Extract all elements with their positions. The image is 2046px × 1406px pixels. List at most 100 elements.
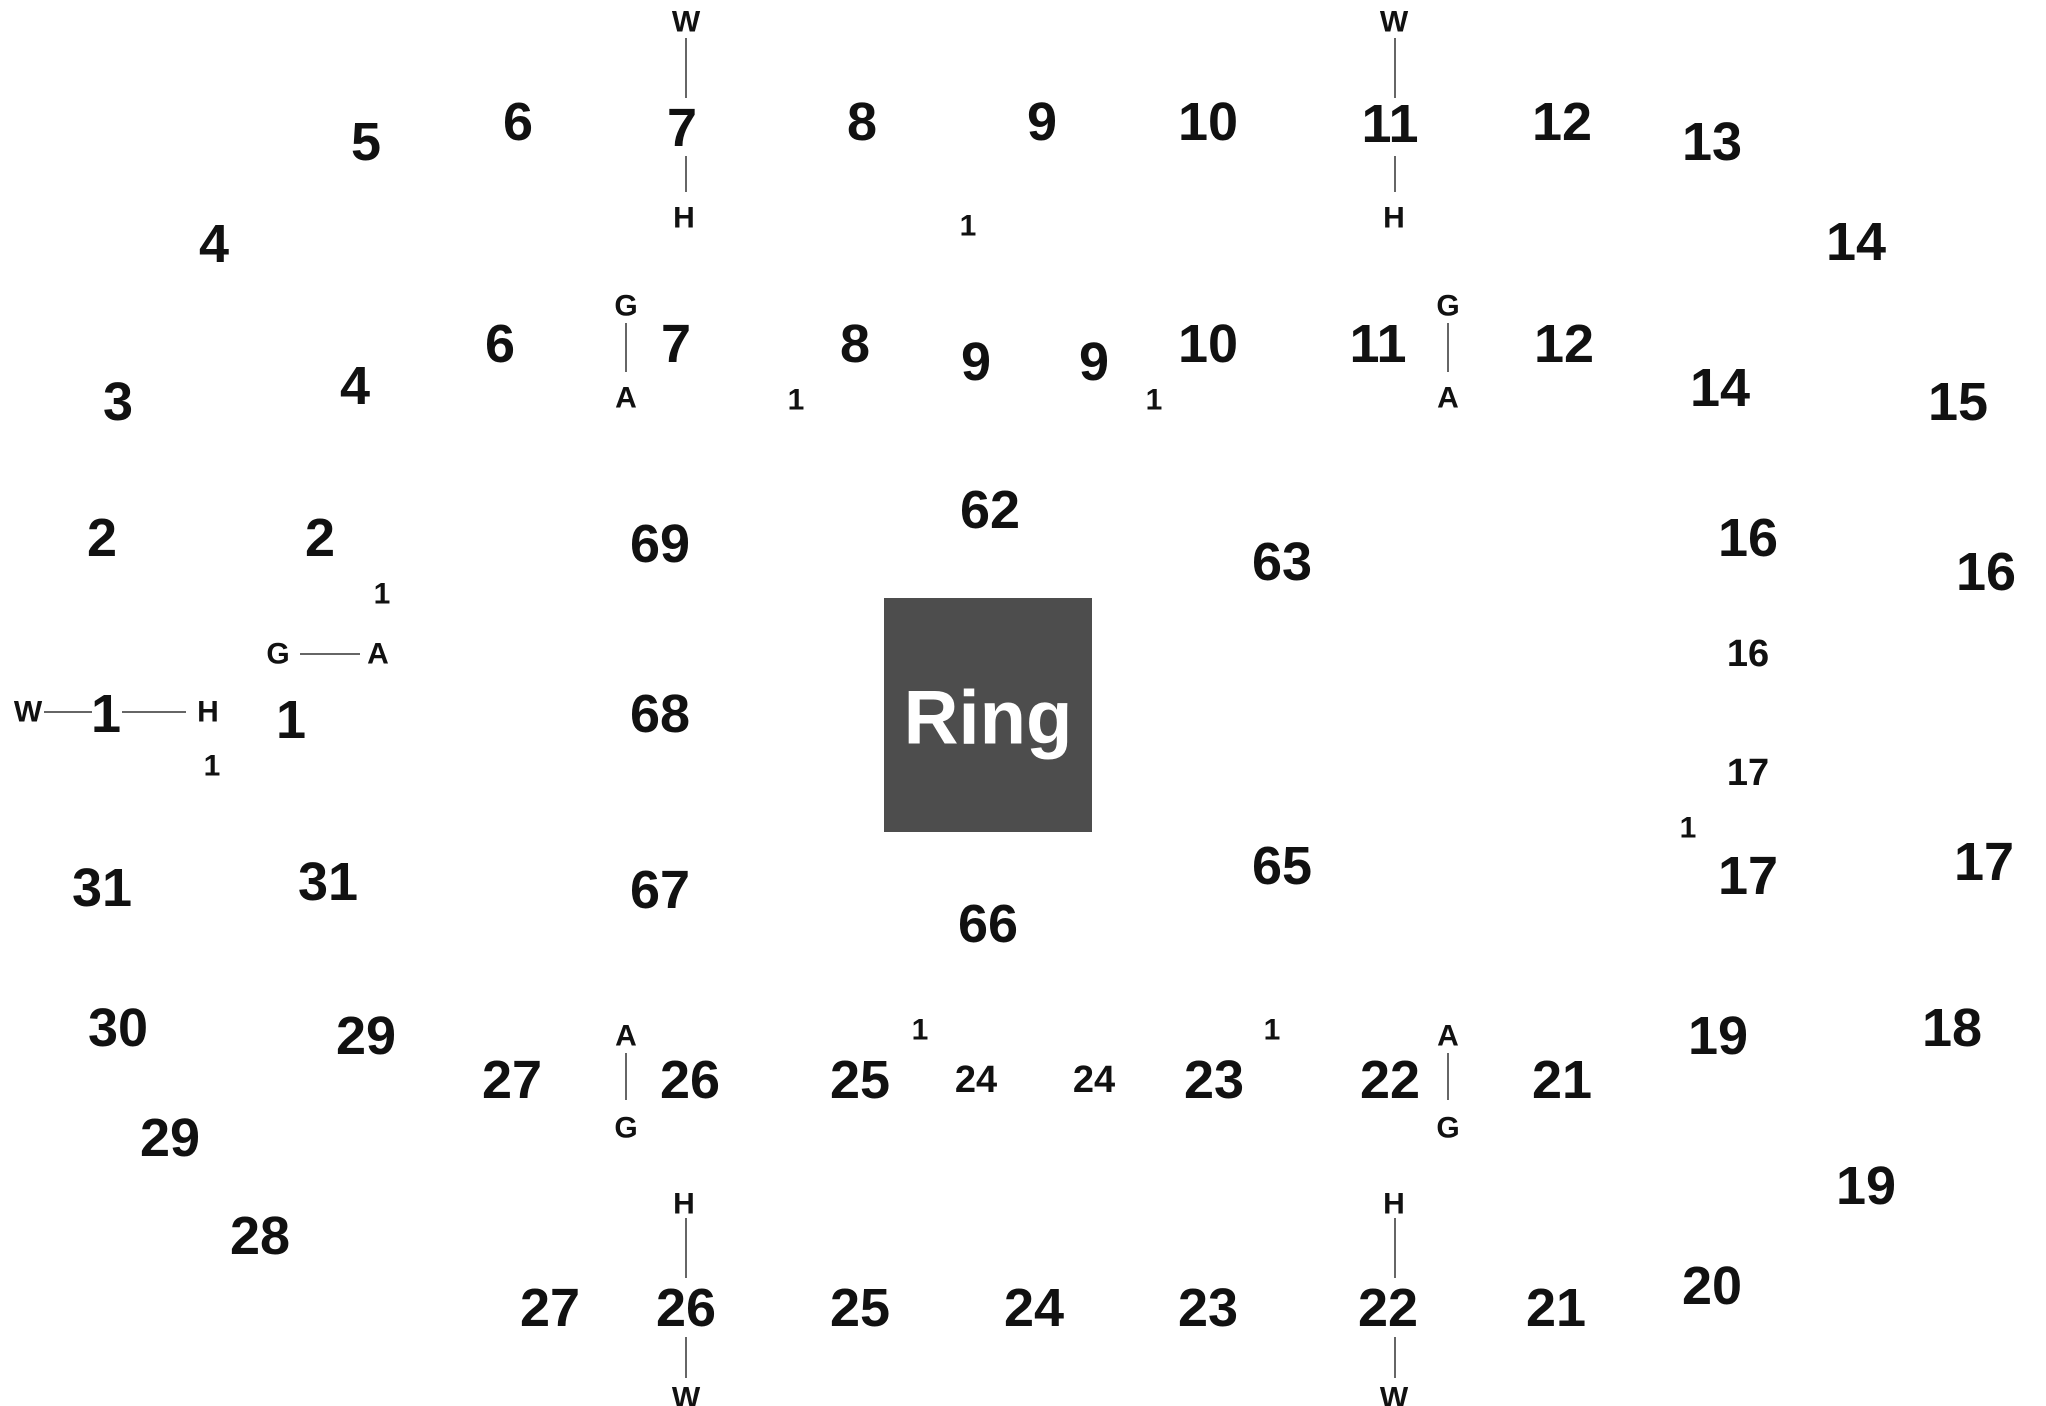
section-29[interactable]: 29 <box>336 1006 396 1066</box>
section-1[interactable]: 1 <box>276 690 306 750</box>
marker-1: 1 <box>912 1014 929 1047</box>
marker-w: W <box>672 1382 701 1406</box>
marker-a: A <box>1437 382 1459 415</box>
marker-w: W <box>1380 6 1409 39</box>
section-27[interactable]: 27 <box>520 1278 580 1338</box>
marker-lines <box>44 38 1449 1378</box>
marker-h: H <box>197 696 219 729</box>
section-5[interactable]: 5 <box>351 112 381 172</box>
section-18[interactable]: 18 <box>1922 998 1982 1058</box>
section-2[interactable]: 2 <box>87 508 117 568</box>
section-66[interactable]: 66 <box>958 894 1018 954</box>
marker-w: W <box>672 6 701 39</box>
marker-g: G <box>614 290 637 323</box>
section-1[interactable]: 1 <box>91 684 121 744</box>
section-2[interactable]: 2 <box>305 508 335 568</box>
section-16[interactable]: 16 <box>1727 633 1769 675</box>
section-19[interactable]: 19 <box>1836 1156 1896 1216</box>
section-14[interactable]: 14 <box>1826 212 1886 272</box>
section-17[interactable]: 17 <box>1718 846 1778 906</box>
section-7[interactable]: 7 <box>661 314 691 374</box>
section-23[interactable]: 23 <box>1178 1278 1238 1338</box>
section-19[interactable]: 19 <box>1688 1006 1748 1066</box>
section-11[interactable]: 11 <box>1361 94 1418 154</box>
ring-label: Ring <box>904 676 1073 761</box>
section-31[interactable]: 31 <box>298 852 358 912</box>
section-21[interactable]: 21 <box>1532 1050 1592 1110</box>
section-9[interactable]: 9 <box>961 332 991 392</box>
marker-w: W <box>1380 1382 1409 1406</box>
section-68[interactable]: 68 <box>630 684 690 744</box>
section-16[interactable]: 16 <box>1718 508 1778 568</box>
section-28[interactable]: 28 <box>230 1206 290 1266</box>
marker-g: G <box>614 1112 637 1145</box>
marker-h: H <box>1383 1188 1405 1221</box>
section-9[interactable]: 9 <box>1079 332 1109 392</box>
section-26[interactable]: 26 <box>660 1050 720 1110</box>
marker-g: G <box>1436 290 1459 323</box>
ring-block[interactable] <box>884 598 1092 832</box>
ring[interactable]: Ring <box>884 598 1092 832</box>
marker-g: G <box>266 638 289 671</box>
section-17[interactable]: 17 <box>1727 752 1769 794</box>
section-26[interactable]: 26 <box>656 1278 716 1338</box>
markers: W H W H G A G A W H G A A G A G H W H W … <box>14 6 1697 1406</box>
section-7[interactable]: 7 <box>667 98 697 158</box>
section-11[interactable]: 11 <box>1349 314 1406 374</box>
section-62[interactable]: 62 <box>960 480 1020 540</box>
section-10[interactable]: 10 <box>1178 92 1238 152</box>
section-10[interactable]: 10 <box>1178 314 1238 374</box>
marker-1: 1 <box>1264 1014 1281 1047</box>
section-16[interactable]: 16 <box>1956 542 2016 602</box>
marker-a: A <box>615 1020 637 1053</box>
section-4[interactable]: 4 <box>340 356 370 416</box>
section-21[interactable]: 21 <box>1526 1278 1586 1338</box>
section-22[interactable]: 22 <box>1358 1278 1418 1338</box>
marker-w: W <box>14 696 43 729</box>
marker-a: A <box>615 382 637 415</box>
section-4[interactable]: 4 <box>199 214 229 274</box>
marker-1: 1 <box>960 210 977 243</box>
section-14[interactable]: 14 <box>1690 358 1750 418</box>
section-12[interactable]: 12 <box>1532 92 1592 152</box>
marker-1: 1 <box>1680 812 1697 845</box>
sections[interactable]: 1 1 2 2 3 4 4 5 6 6 7 7 8 8 9 9 9 10 10 … <box>72 92 2016 1338</box>
marker-h: H <box>1383 202 1405 235</box>
section-3[interactable]: 3 <box>103 372 133 432</box>
marker-a: A <box>1437 1020 1459 1053</box>
marker-h: H <box>673 202 695 235</box>
marker-1: 1 <box>788 384 805 417</box>
section-20[interactable]: 20 <box>1682 1256 1742 1316</box>
marker-a: A <box>367 638 389 671</box>
section-12[interactable]: 12 <box>1534 314 1594 374</box>
section-23[interactable]: 23 <box>1184 1050 1244 1110</box>
section-24[interactable]: 24 <box>955 1059 997 1101</box>
section-15[interactable]: 15 <box>1928 372 1988 432</box>
section-67[interactable]: 67 <box>630 860 690 920</box>
section-9[interactable]: 9 <box>1027 92 1057 152</box>
section-17[interactable]: 17 <box>1954 832 2014 892</box>
section-25[interactable]: 25 <box>830 1050 890 1110</box>
marker-1: 1 <box>374 578 391 611</box>
section-13[interactable]: 13 <box>1682 112 1742 172</box>
section-8[interactable]: 8 <box>840 314 870 374</box>
section-6[interactable]: 6 <box>503 92 533 152</box>
marker-1: 1 <box>204 750 221 783</box>
section-6[interactable]: 6 <box>485 314 515 374</box>
section-29[interactable]: 29 <box>140 1108 200 1168</box>
section-30[interactable]: 30 <box>88 998 148 1058</box>
section-27[interactable]: 27 <box>482 1050 542 1110</box>
section-31[interactable]: 31 <box>72 858 132 918</box>
section-69[interactable]: 69 <box>630 514 690 574</box>
section-8[interactable]: 8 <box>847 92 877 152</box>
marker-1: 1 <box>1146 384 1163 417</box>
marker-g: G <box>1436 1112 1459 1145</box>
section-63[interactable]: 63 <box>1252 532 1312 592</box>
section-25[interactable]: 25 <box>830 1278 890 1338</box>
section-65[interactable]: 65 <box>1252 836 1312 896</box>
section-24[interactable]: 24 <box>1004 1278 1064 1338</box>
section-22[interactable]: 22 <box>1360 1050 1420 1110</box>
section-24[interactable]: 24 <box>1073 1059 1115 1101</box>
marker-h: H <box>673 1188 695 1221</box>
